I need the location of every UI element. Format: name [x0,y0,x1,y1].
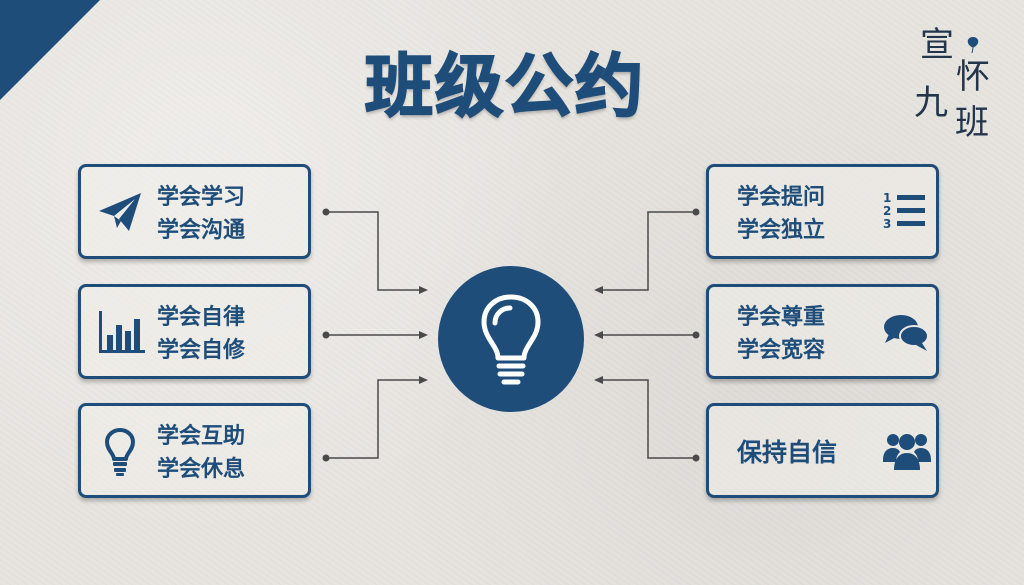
rule-text: 学会学习 [157,185,246,210]
brand-logo: 宣 怀 九 班 [900,20,1015,150]
rule-text: 学会独立 [737,218,826,243]
group-icon [883,434,931,470]
rule-text: 保持自信 [737,438,838,467]
center-circle [438,266,584,412]
rule-text: 学会自修 [157,338,246,363]
brand-char-1: 宣 [920,25,954,65]
rule-box-respect-tolerance: 学会尊重 学会宽容 [706,284,939,379]
svg-text:3: 3 [883,217,891,231]
rule-box-discipline-selfstudy: 学会自律 学会自修 [78,284,311,379]
brand-char-4: 班 [955,103,989,143]
rule-text: 学会休息 [157,457,246,482]
rule-text: 学会互助 [157,424,246,449]
lightbulb-icon [105,428,135,476]
brand-char-2: 怀 [956,57,990,97]
rule-text: 学会宽容 [737,338,826,363]
svg-text:2: 2 [883,204,891,218]
page-title: 班级公约 [364,47,645,128]
rule-box-study-communicate: 学会学习 学会沟通 [78,164,311,259]
chat-bubbles-icon [884,315,929,351]
paper-plane-icon [99,193,141,231]
balloon-icon [967,37,979,54]
brand-char-3: 九 [914,83,948,123]
rule-text: 学会自律 [157,305,246,330]
svg-text:1: 1 [883,191,891,205]
rule-text: 学会尊重 [737,305,826,330]
lightbulb-icon [481,294,541,385]
bar-chart-icon [99,311,145,353]
corner-triangle [0,0,100,100]
rule-box-confidence: 保持自信 [706,403,939,498]
rule-box-ask-independent: 1 2 3 学会提问 学会独立 [706,164,939,259]
rule-text: 学会沟通 [157,218,246,243]
rule-text: 学会提问 [737,185,826,210]
numbered-list-icon: 1 2 3 [883,191,925,231]
rule-box-help-rest: 学会互助 学会休息 [78,403,311,498]
